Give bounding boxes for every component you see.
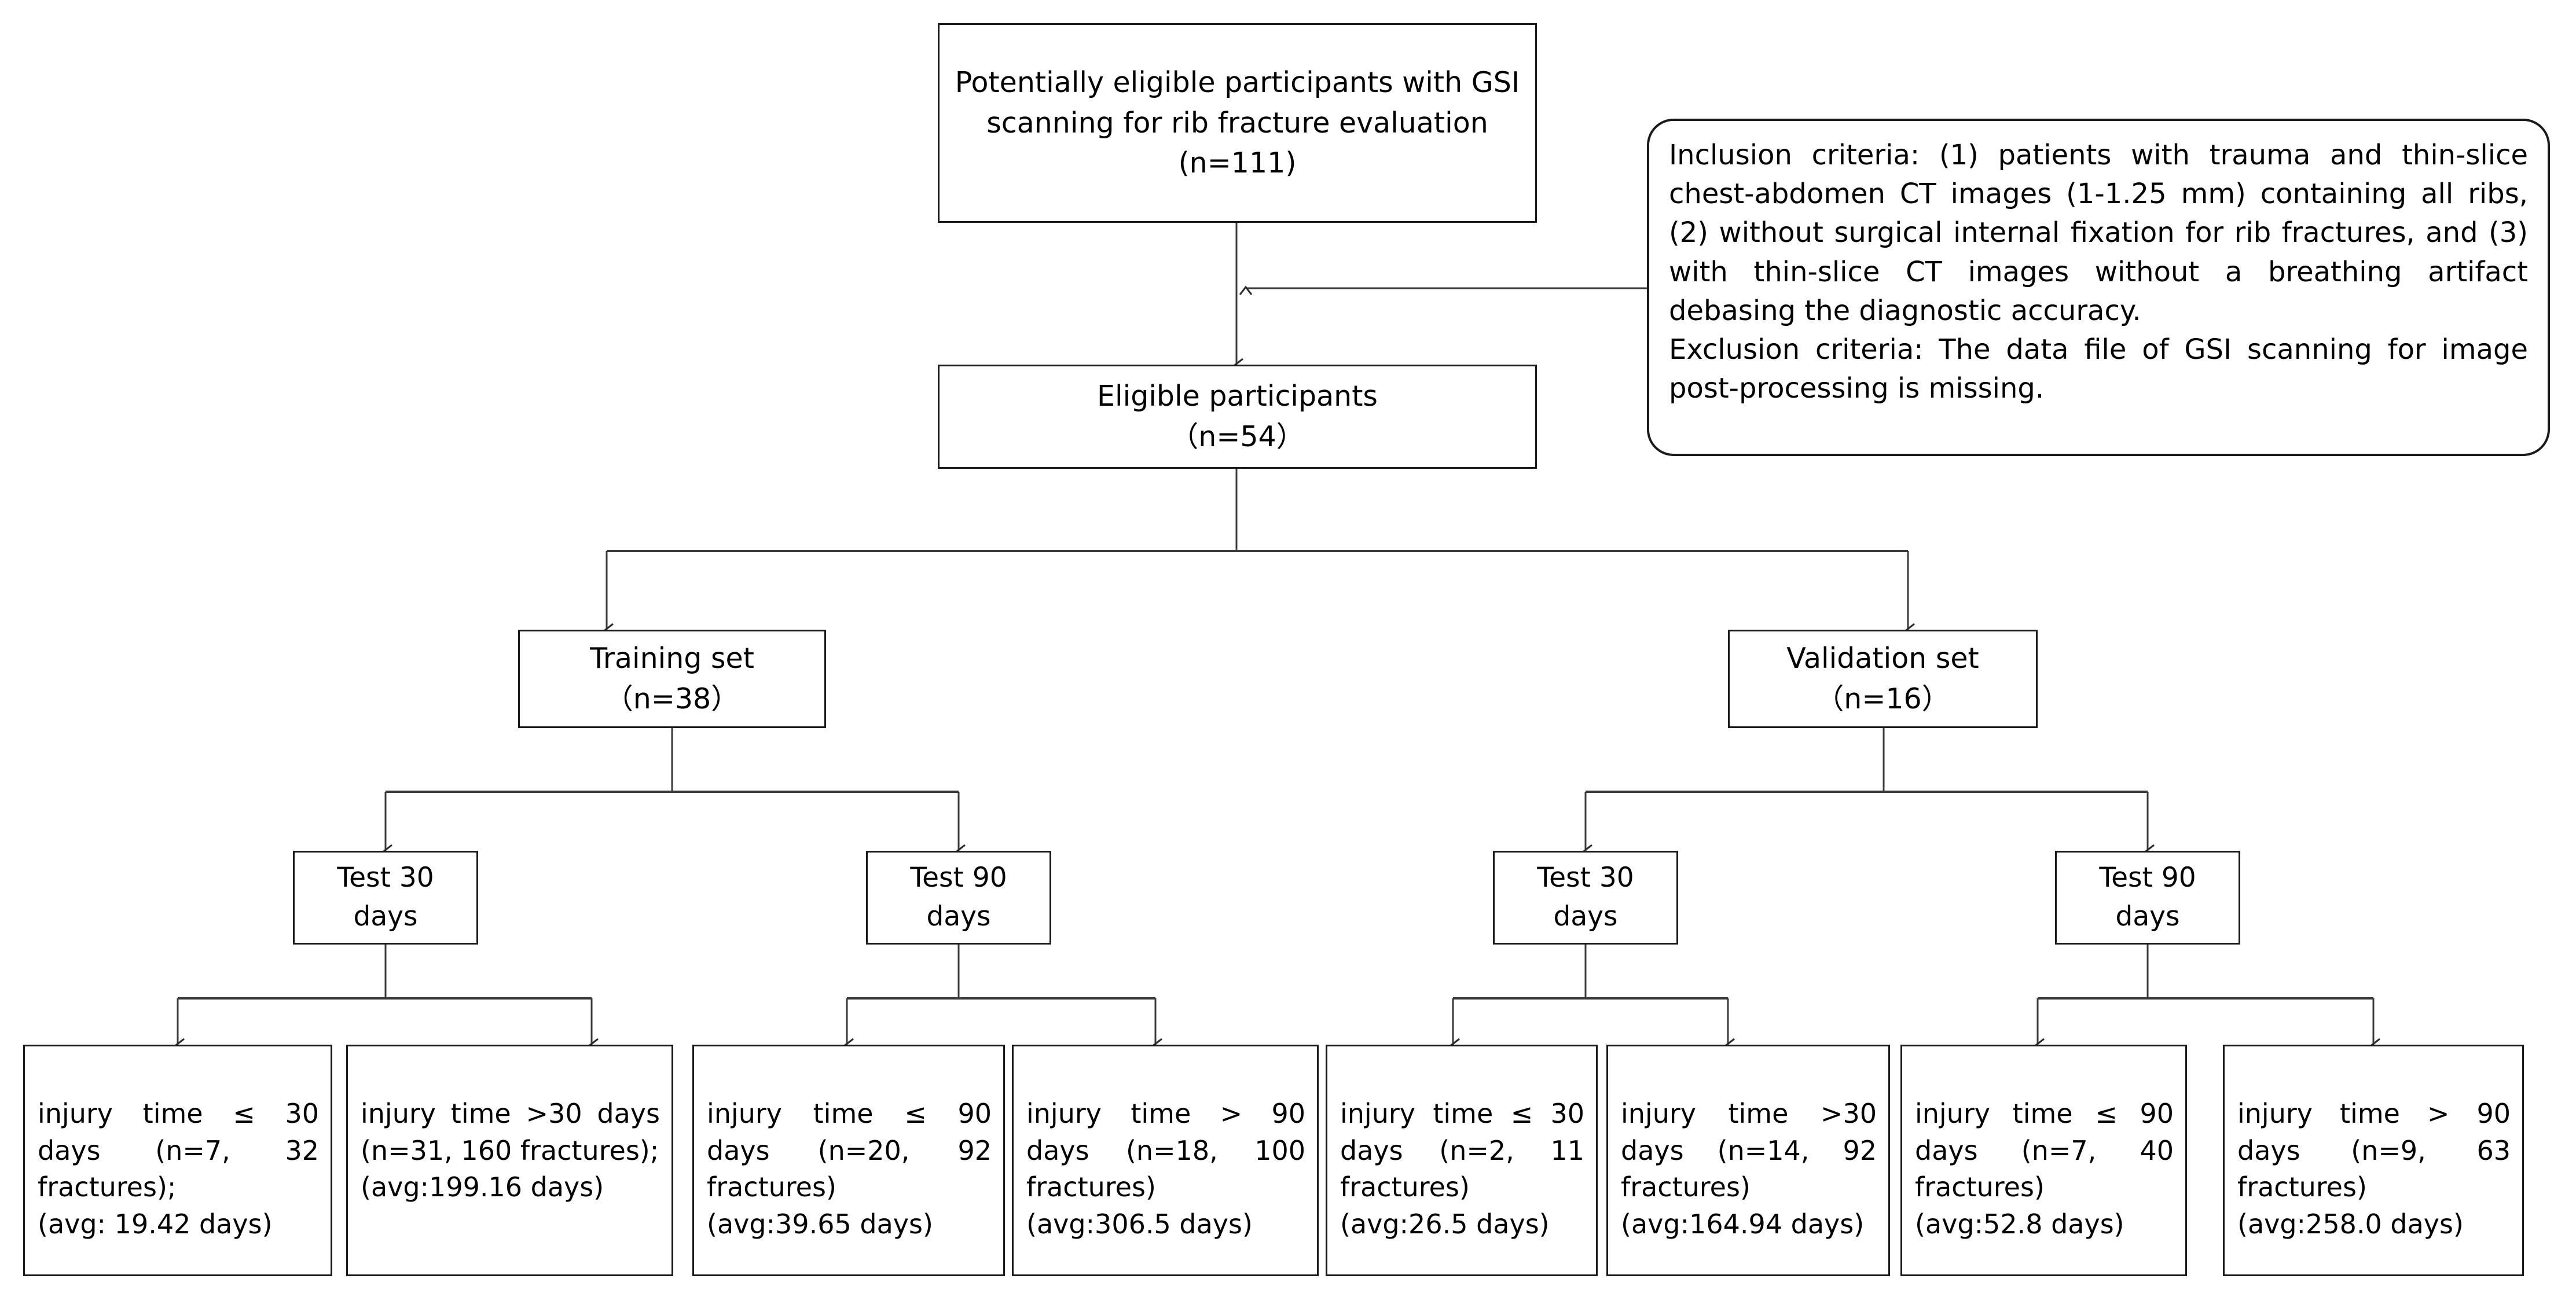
node-inclusion-exclusion-criteria[interactable]: Inclusion criteria: (1) patients with tr… [1647,119,2550,456]
node-val-test-30-days[interactable]: Test 30 days [1493,851,1678,945]
leaf-val-90-le[interactable]: injury time ≤ 90 days (n=7, 40 fractures… [1900,1045,2187,1276]
leaf-train-30-gt-avg: (avg:199.16 days) [361,1171,604,1203]
node-training-set-label: Training set （n=38） [590,642,754,715]
leaf-val-30-le[interactable]: injury time ≤ 30 days (n=2, 11 fractures… [1326,1045,1598,1276]
node-potentially-eligible[interactable]: Potentially eligible participants with G… [938,23,1537,223]
leaf-train-30-gt-body: injury time >30 days (n=31, 160 fracture… [361,1098,660,1166]
node-training-set[interactable]: Training set （n=38） [518,630,826,728]
leaf-val-90-le-body: injury time ≤ 90 days (n=7, 40 fractures… [1915,1098,2174,1203]
node-train-test-30-days-label: Test 30 days [337,862,434,932]
node-eligible-participants[interactable]: Eligible participants （n=54） [938,365,1537,469]
leaf-train-90-le[interactable]: injury time ≤ 90 days (n=20, 92 fracture… [692,1045,1005,1276]
node-train-test-30-days[interactable]: Test 30 days [293,851,478,945]
leaf-val-30-gt-avg: (avg:164.94 days) [1621,1208,1865,1240]
node-validation-set[interactable]: Validation set （n=16） [1728,630,2038,728]
leaf-val-30-le-body: injury time ≤ 30 days (n=2, 11 fractures… [1340,1098,1584,1203]
leaf-train-90-gt[interactable]: injury time > 90 days (n=18, 100 fractur… [1012,1045,1319,1276]
leaf-val-90-gt[interactable]: injury time > 90 days (n=9, 63 fractures… [2223,1045,2524,1276]
leaf-val-30-le-avg: (avg:26.5 days) [1340,1208,1550,1240]
criteria-text: Inclusion criteria: (1) patients with tr… [1669,139,2528,405]
node-validation-set-label: Validation set （n=16） [1786,642,1979,715]
node-train-test-90-days[interactable]: Test 90 days [866,851,1051,945]
leaf-val-90-gt-body: injury time > 90 days (n=9, 63 fractures… [2237,1098,2511,1203]
leaf-val-30-gt[interactable]: injury time >30 days (n=14, 92 fractures… [1606,1045,1890,1276]
leaf-val-30-gt-body: injury time >30 days (n=14, 92 fractures… [1621,1098,1877,1203]
node-train-test-90-days-label: Test 90 days [910,862,1007,932]
node-val-test-30-days-label: Test 30 days [1537,862,1634,932]
node-eligible-participants-label: Eligible participants （n=54） [1097,380,1378,453]
node-potentially-eligible-label: Potentially eligible participants with G… [955,66,1520,180]
leaf-train-30-le[interactable]: injury time ≤ 30 days (n=7, 32 fractures… [23,1045,332,1276]
leaf-train-30-le-body: injury time ≤ 30 days (n=7, 32 fractures… [38,1098,319,1203]
leaf-train-30-le-avg: (avg: 19.42 days) [38,1208,273,1240]
leaf-train-90-le-body: injury time ≤ 90 days (n=20, 92 fracture… [707,1098,992,1203]
node-val-test-90-days-label: Test 90 days [2099,862,2196,932]
leaf-train-30-gt[interactable]: injury time >30 days (n=31, 160 fracture… [346,1045,673,1276]
node-val-test-90-days[interactable]: Test 90 days [2055,851,2240,945]
leaf-val-90-gt-avg: (avg:258.0 days) [2237,1208,2464,1240]
leaf-train-90-gt-avg: (avg:306.5 days) [1026,1208,1253,1240]
leaf-train-90-gt-body: injury time > 90 days (n=18, 100 fractur… [1026,1098,1305,1203]
leaf-val-90-le-avg: (avg:52.8 days) [1915,1208,2124,1240]
leaf-train-90-le-avg: (avg:39.65 days) [707,1208,933,1240]
